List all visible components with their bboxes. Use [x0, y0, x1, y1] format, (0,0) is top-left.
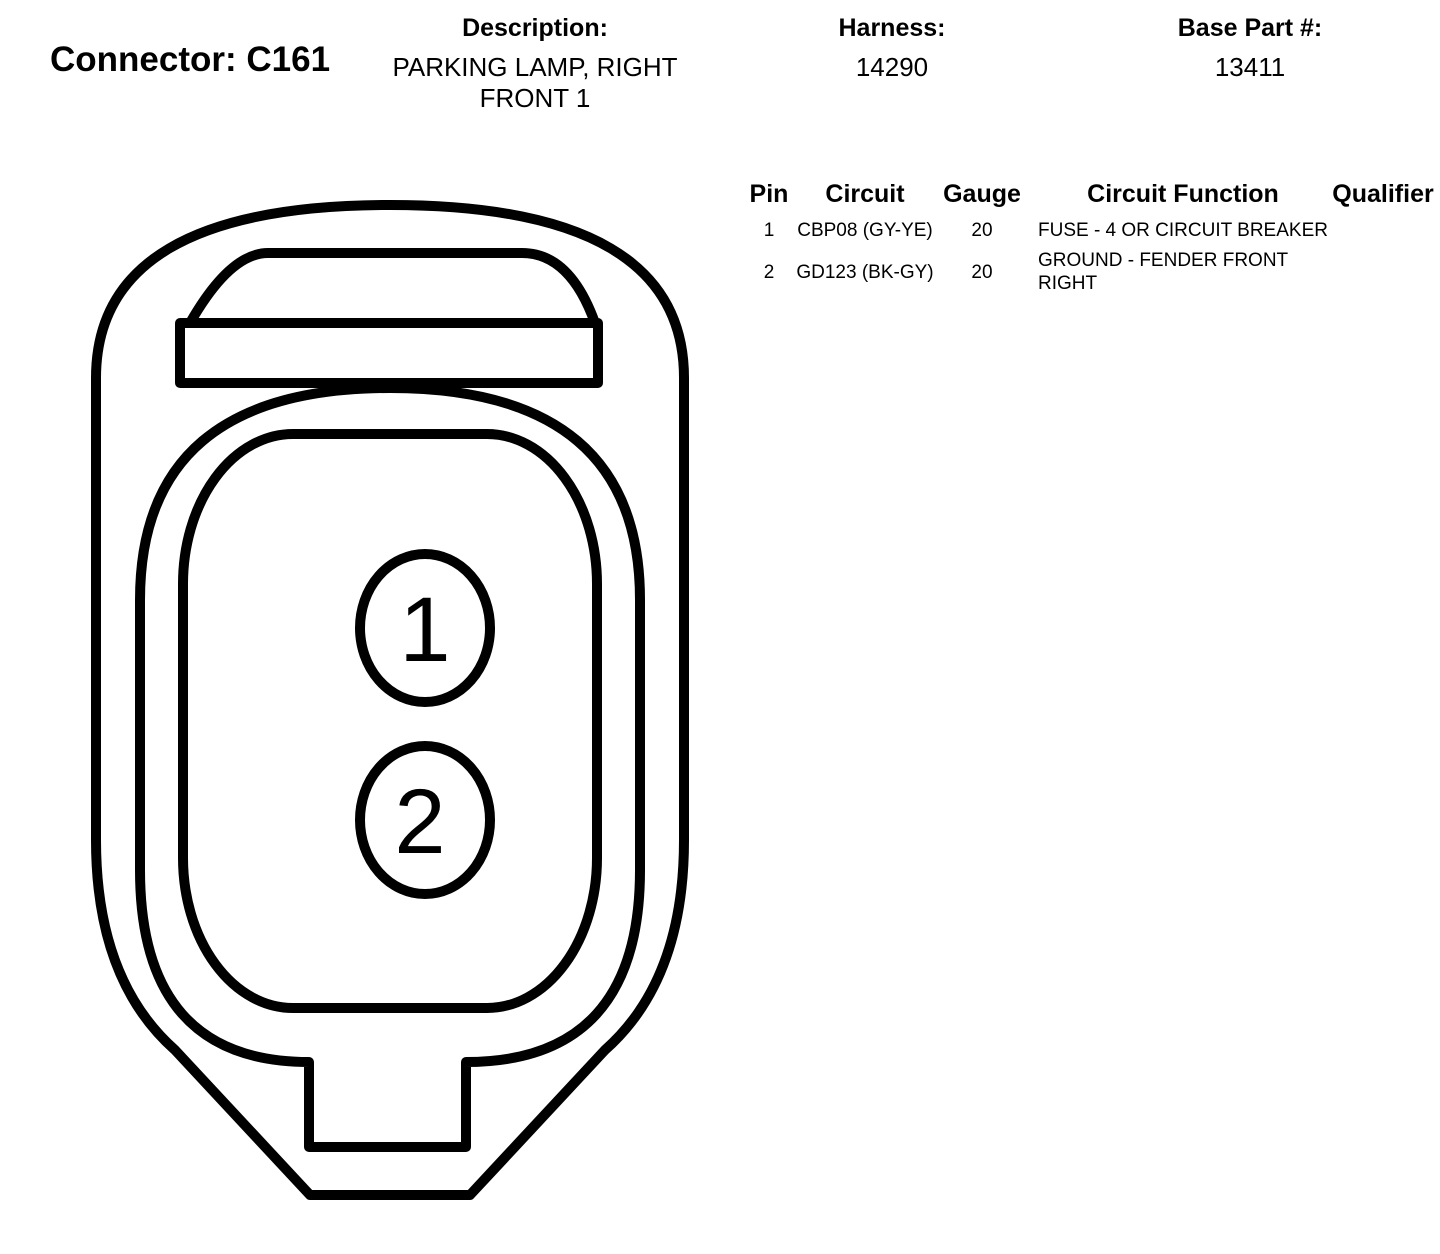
table-row: 1 CBP08 (GY-YE) 20 FUSE - 4 OR CIRCUIT B… — [742, 215, 1438, 245]
description-value: PARKING LAMP, RIGHT FRONT 1 — [392, 52, 678, 113]
cell-circuit-function: FUSE - 4 OR CIRCUIT BREAKER — [1038, 220, 1328, 241]
connector-latch-dome — [185, 248, 600, 328]
connector-title: Connector: C161 — [50, 40, 331, 79]
pin-1-label: 1 — [399, 579, 450, 681]
cell-pin: 2 — [763, 261, 775, 283]
connector-face-diagram: 1 2 — [91, 200, 689, 1200]
column-header-circuit: Circuit — [825, 180, 905, 208]
harness-label: Harness: — [838, 14, 946, 42]
column-header-pin: Pin — [749, 180, 789, 208]
column-header-gauge: Gauge — [943, 180, 1021, 208]
pin-2-circle — [355, 741, 495, 899]
cell-gauge: 20 — [971, 261, 993, 283]
cell-qualifier — [1328, 215, 1438, 245]
cell-pin: 1 — [763, 220, 775, 241]
pin-table: Pin Circuit Gauge Circuit Function Quali… — [742, 180, 1438, 298]
base-part-value: 13411 — [1214, 52, 1286, 82]
connector-latch-bar — [175, 318, 603, 388]
table-row: 2 GD123 (BK-GY) 20 GROUND - FENDER FRONT… — [742, 245, 1438, 298]
description-label: Description: — [462, 14, 608, 42]
harness-value: 14290 — [855, 52, 929, 82]
pin-table-header-row: Pin Circuit Gauge Circuit Function Quali… — [742, 180, 1438, 215]
cell-gauge: 20 — [971, 220, 993, 241]
cell-circuit: CBP08 (GY-YE) — [797, 220, 933, 241]
connector-outer-housing — [91, 200, 689, 1200]
connector-pin-cavity — [178, 429, 602, 1013]
column-header-circuit-function: Circuit Function — [1087, 180, 1279, 208]
cell-qualifier — [1328, 245, 1438, 298]
column-header-qualifier: Qualifier — [1332, 180, 1434, 208]
cell-circuit-function: GROUND - FENDER FRONT RIGHT — [1038, 250, 1288, 294]
pin-2-label: 2 — [394, 771, 445, 873]
pin-1-circle — [355, 549, 495, 707]
base-part-label: Base Part #: — [1177, 14, 1323, 42]
connector-seal-ring — [135, 383, 645, 1152]
cell-circuit: GD123 (BK-GY) — [796, 261, 934, 283]
